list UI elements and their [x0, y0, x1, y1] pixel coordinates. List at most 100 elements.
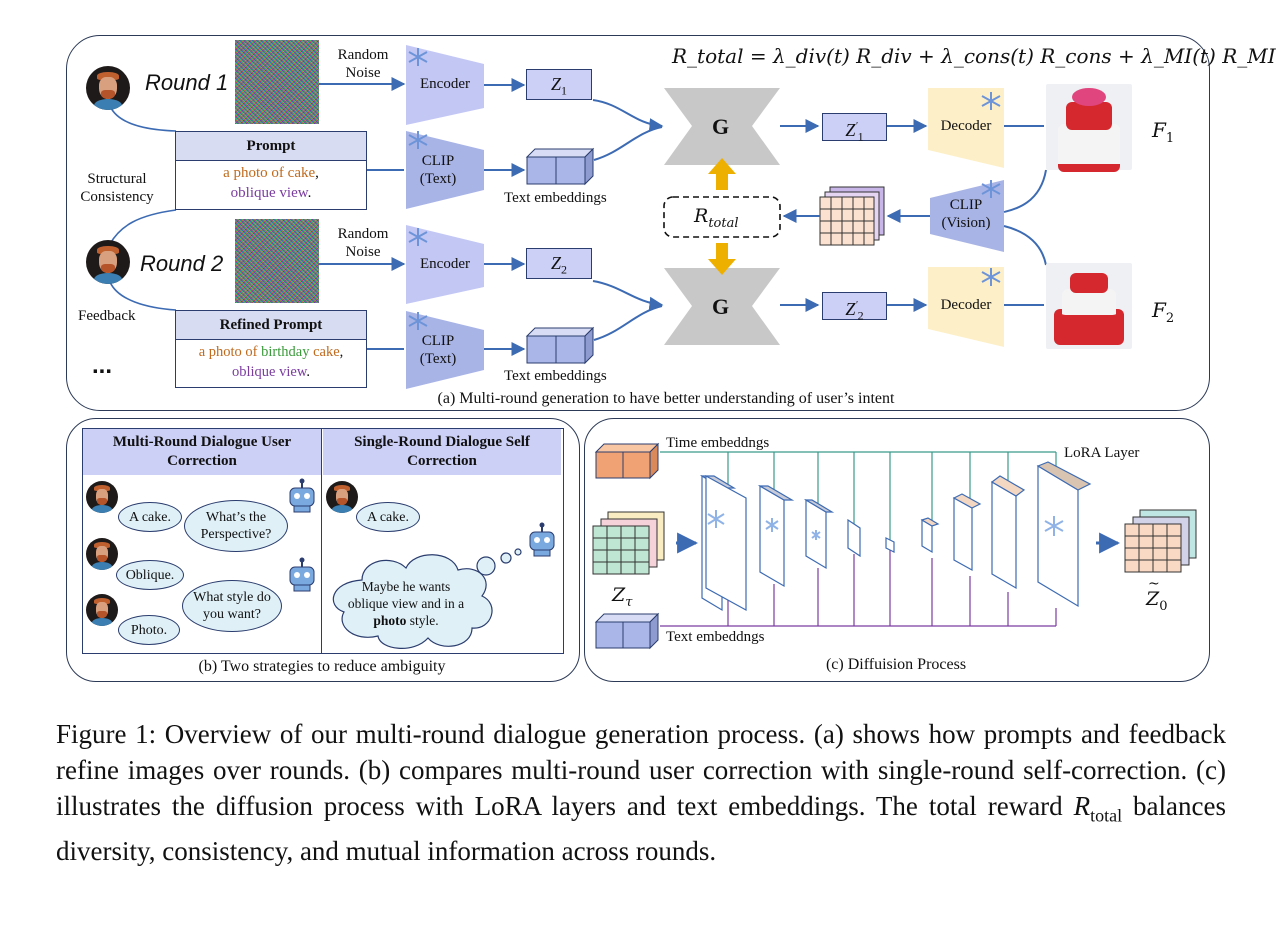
caption-part2: balances diversity, consistency, and mut…: [56, 791, 1226, 867]
gold-arrow-up: [708, 158, 736, 190]
robot-icon: [529, 522, 555, 557]
panel-b-caption: (b) Two strategies to reduce ambiguity: [198, 658, 446, 675]
rtotal-box: [663, 196, 781, 238]
refined-f: .: [306, 364, 310, 380]
panel-b-divider: [321, 428, 322, 654]
refined-a: a photo of: [198, 344, 262, 360]
text-embeddings-label-c: Text embeddngs: [666, 629, 765, 645]
text-embedding-cube-2: [525, 326, 595, 365]
u1-text: A cake.: [129, 509, 171, 525]
snowflake-icon: [408, 48, 1001, 330]
encoder-2-shape: [406, 225, 484, 304]
round-2-label: Round 2: [140, 251, 224, 276]
user-avatar-b3: [86, 594, 118, 626]
f2-label: F2: [1152, 298, 1174, 326]
f1-sub: 1: [1165, 131, 1175, 146]
z2-letter: Z: [550, 253, 561, 273]
prompt-part1-end: ,: [315, 165, 319, 181]
encoder-1-shape: [406, 45, 484, 125]
caption-rtotal: R: [1073, 791, 1091, 821]
u3-text: Photo.: [130, 622, 168, 638]
refined-d: ,: [339, 344, 344, 360]
zp1-letter: Z: [845, 120, 856, 140]
user-avatar-b1: [86, 481, 118, 513]
cake-image-1: [1046, 84, 1132, 172]
z-tau-letter: Z: [612, 584, 626, 606]
col2-title: Single-Round Dialogue Self Correction: [354, 434, 530, 469]
refined-prompt-text: a photo of birthday cake, oblique view.: [176, 340, 366, 382]
z-tau-label: Zτ: [612, 584, 632, 610]
reward-formula: R_total = λ_div(t) R_div + λ_cons(t) R_c…: [672, 44, 1276, 68]
panel-a-caption: (a) Multi-round generation to have bette…: [437, 390, 895, 407]
f1-label: F1: [1152, 118, 1174, 146]
ellipsis-label: ...: [92, 352, 113, 379]
rtotal-sub: total: [708, 215, 739, 231]
u2-text: Oblique.: [125, 567, 175, 583]
prompt-part2-end: .: [307, 185, 312, 201]
refined-prompt-title: Refined Prompt: [176, 311, 366, 340]
panel-b-frame: [66, 418, 580, 682]
random-noise-image-2: [235, 219, 319, 303]
panel-c-frame: [584, 418, 1210, 682]
cake-image-2: [1046, 263, 1132, 349]
user-avatar-round1: [86, 66, 130, 110]
thought-bold: photo: [373, 613, 407, 628]
panel-c-caption: (c) Diffuision Process: [825, 656, 967, 673]
round-1-label: Round 1: [145, 70, 229, 95]
user-bubble-3: Photo.: [118, 615, 180, 645]
z-prime-2-box: Z′2: [822, 292, 887, 323]
clip-text-1-label: CLIP (Text): [419, 153, 457, 187]
z0-label: ~Z0: [1146, 576, 1168, 614]
random-noise-image-1: [235, 40, 319, 124]
thought-text-2: style.: [409, 613, 439, 628]
f2-letter: F: [1152, 298, 1166, 322]
text-embeddings-label-1: Text embeddings: [504, 190, 607, 206]
lora-layer-label: LoRA Layer: [1064, 445, 1140, 461]
z0-sub: 0: [1159, 598, 1168, 614]
unet-layers: [699, 461, 1092, 612]
f1-letter: F: [1152, 118, 1166, 142]
clip-vision-label: CLIP (Vision): [941, 197, 991, 231]
panel-b-table: [82, 428, 564, 654]
decoder-1-shape: [928, 88, 1004, 168]
z-tau-grid: [592, 511, 665, 575]
random-noise-label-2: Random Noise: [337, 226, 389, 260]
zp1-sub: 1: [857, 129, 864, 144]
prompt-text: a photo of cake, oblique view.: [176, 161, 366, 203]
z2-sub: 2: [561, 262, 567, 277]
z0-letter: Z: [1146, 588, 1160, 610]
robot-icon: [289, 557, 315, 592]
refined-e: oblique view: [232, 364, 307, 380]
g2-shape: [664, 268, 780, 345]
user-bubble-2: Oblique.: [116, 560, 184, 590]
decoder-2-shape: [928, 267, 1004, 347]
thought-text: Maybe he wants oblique view and in a pho…: [340, 578, 472, 629]
z1-sub: 1: [561, 83, 567, 98]
g2-label: G: [712, 294, 730, 319]
gold-arrow-down: [708, 243, 736, 275]
z-prime-1-box: Z′1: [822, 113, 887, 144]
r2-text: What style do you want?: [193, 590, 271, 622]
random-noise-label-1: Random Noise: [337, 47, 389, 81]
panel-b-col1-header: Multi-Round Dialogue User Correction: [83, 429, 321, 475]
time-embedding-cube: [594, 442, 660, 480]
robot-bubble-1: What’s the Perspective?: [184, 500, 288, 552]
text-embedding-cube: [594, 612, 660, 650]
user-avatar-b4: [326, 481, 358, 513]
encoder-1-label: Encoder: [420, 76, 470, 92]
prompt-title: Prompt: [176, 132, 366, 161]
robot-bubble-2: What style do you want?: [182, 580, 282, 632]
decoder-2-label: Decoder: [940, 297, 992, 313]
caption-part1: Figure 1: Overview of our multi-round di…: [56, 719, 1226, 821]
panel-a-frame: [66, 35, 1210, 411]
rtotal-letter: R: [694, 205, 709, 227]
panel-c-diagram: [592, 442, 1197, 650]
prompt-part1: a photo of cake: [223, 165, 316, 181]
clip-text-1-shape: [406, 131, 484, 209]
thought-text-1: Maybe he wants oblique view and in a: [347, 579, 465, 611]
clip-text-2-shape: [406, 311, 484, 389]
zp2-sub: 2: [857, 308, 864, 323]
user-avatar-b2: [86, 538, 118, 570]
rtotal-label: Rtotal: [694, 205, 739, 231]
prompt-box: Prompt a photo of cake, oblique view.: [175, 131, 367, 210]
